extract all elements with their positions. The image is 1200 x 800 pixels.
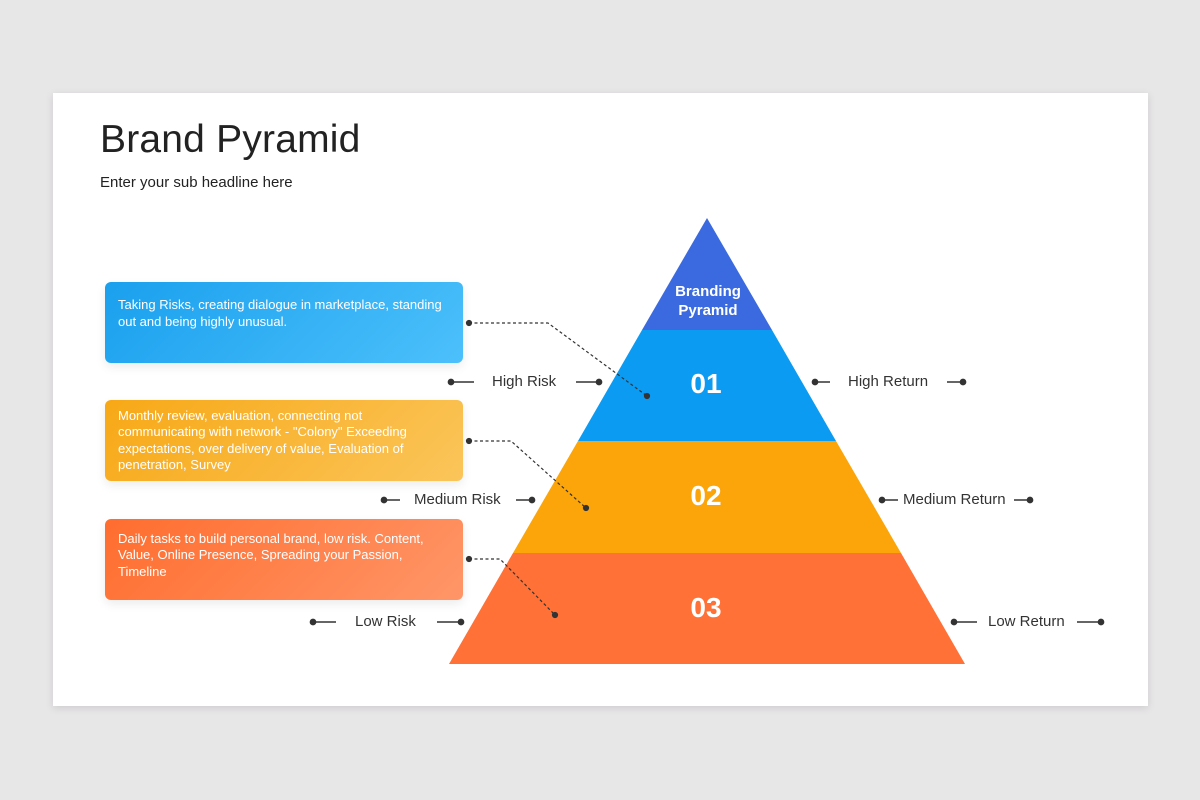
risk-label-low: Low Risk [355,613,416,630]
connector-02 [465,437,590,512]
pyramid-apex [642,218,772,330]
return-markers [811,378,1105,626]
callout-box-03: Daily tasks to build personal brand, low… [105,519,463,600]
connector-03 [465,555,559,619]
apex-label: Branding Pyramid [675,283,741,319]
pyramid-tier-01 [578,330,836,441]
return-label-low: Low Return [988,613,1065,630]
tier-number-01: 01 [690,368,722,399]
pyramid-tier-03 [449,553,965,664]
tier-number-02: 02 [690,480,722,511]
page-title: Brand Pyramid [100,118,361,161]
return-label-high: High Return [848,373,929,390]
callout-text-02: Monthly review, evaluation, connecting n… [118,407,407,473]
pyramid-tier-02 [513,441,901,553]
risk-label-high: High Risk [492,373,557,390]
callout-box-02: Monthly review, evaluation, connecting n… [105,400,463,481]
page-subtitle: Enter your sub headline here [100,174,293,191]
return-label-medium: Medium Return [903,491,1006,508]
risk-label-medium: Medium Risk [414,491,501,508]
connector-01 [465,319,651,400]
risk-markers [309,378,603,626]
callout-text-03: Daily tasks to build personal brand, low… [118,530,424,579]
callout-box-01: Taking Risks, creating dialogue in marke… [105,282,463,363]
callout-text-01: Taking Risks, creating dialogue in marke… [118,297,442,329]
tier-number-03: 03 [690,592,722,623]
